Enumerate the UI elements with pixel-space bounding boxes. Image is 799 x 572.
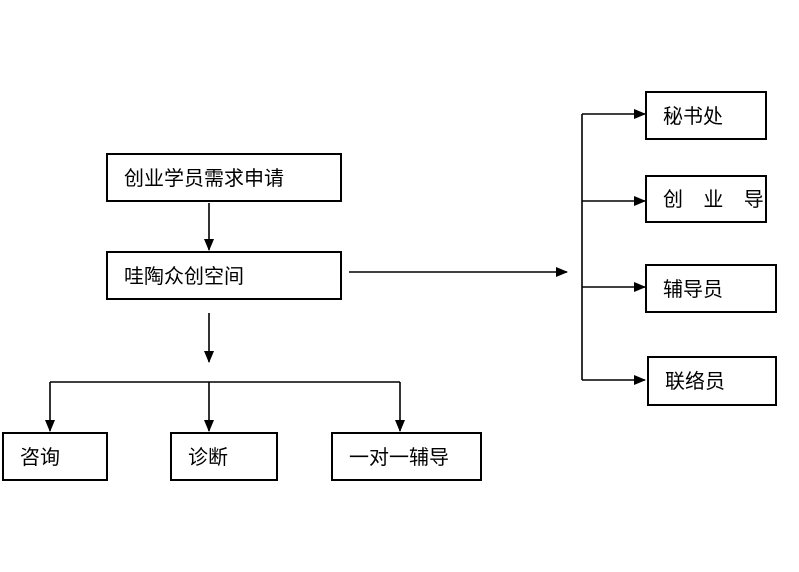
node-diagnose: 诊断	[170, 432, 278, 481]
node-consult: 咨询	[2, 432, 108, 481]
node-innovation-space: 哇陶众创空间	[106, 251, 342, 300]
node-liaison: 联络员	[647, 356, 777, 406]
node-entrepreneur-mentor: 创 业 导	[645, 175, 767, 223]
node-apply: 创业学员需求申请	[106, 153, 342, 202]
node-tutor: 辅导员	[645, 264, 777, 313]
node-secretariat: 秘书处	[645, 91, 767, 140]
node-one-on-one-tutoring: 一对一辅导	[331, 432, 482, 481]
